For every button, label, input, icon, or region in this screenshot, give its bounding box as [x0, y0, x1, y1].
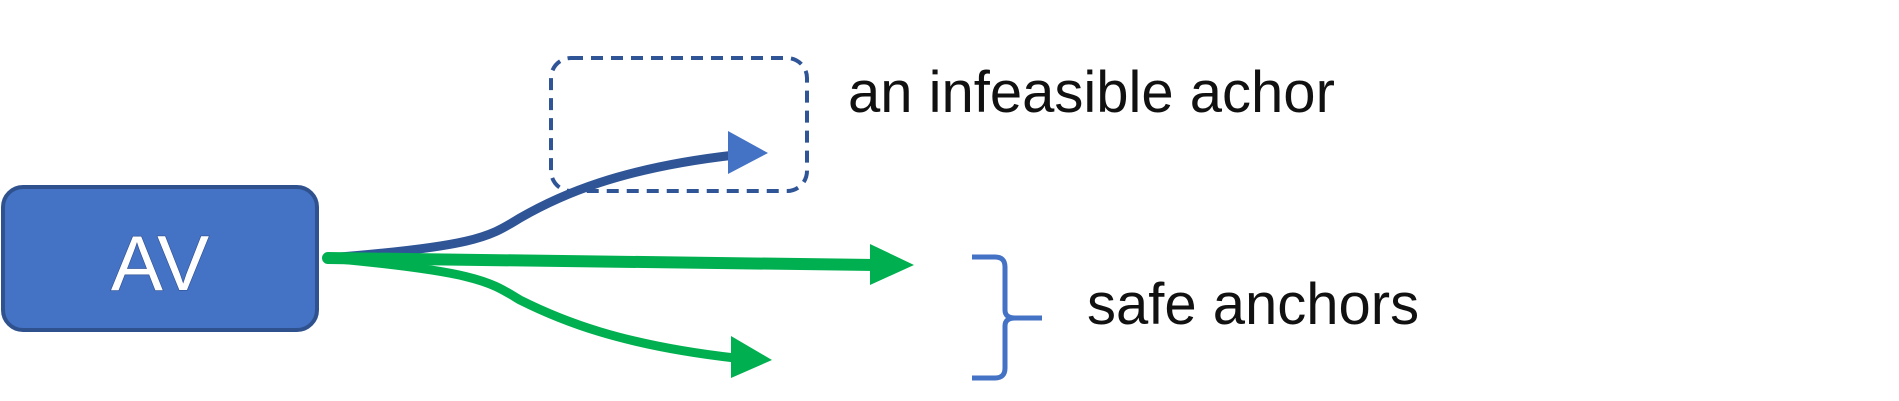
safe-path-straight [322, 252, 881, 271]
safe-trajectory-straight [322, 244, 914, 285]
av-node: AV [1, 185, 319, 332]
safe-anchors-brace [972, 254, 1042, 381]
safe-anchors-label: safe anchors [1087, 272, 1419, 337]
infeasible-trajectory [323, 131, 768, 263]
av-label: AV [111, 219, 209, 307]
infeasible-arrowhead [728, 131, 768, 174]
infeasible-anchor-box [549, 56, 809, 193]
safe-arrowhead-curved [731, 336, 772, 378]
av-box [1, 185, 319, 332]
safe-path-curved [323, 253, 740, 363]
safe-arrowhead-straight [870, 244, 914, 285]
infeasible-anchor-label: an infeasible achor [848, 60, 1335, 125]
infeasible-path [323, 150, 740, 263]
safe-trajectory-curved [323, 253, 772, 378]
